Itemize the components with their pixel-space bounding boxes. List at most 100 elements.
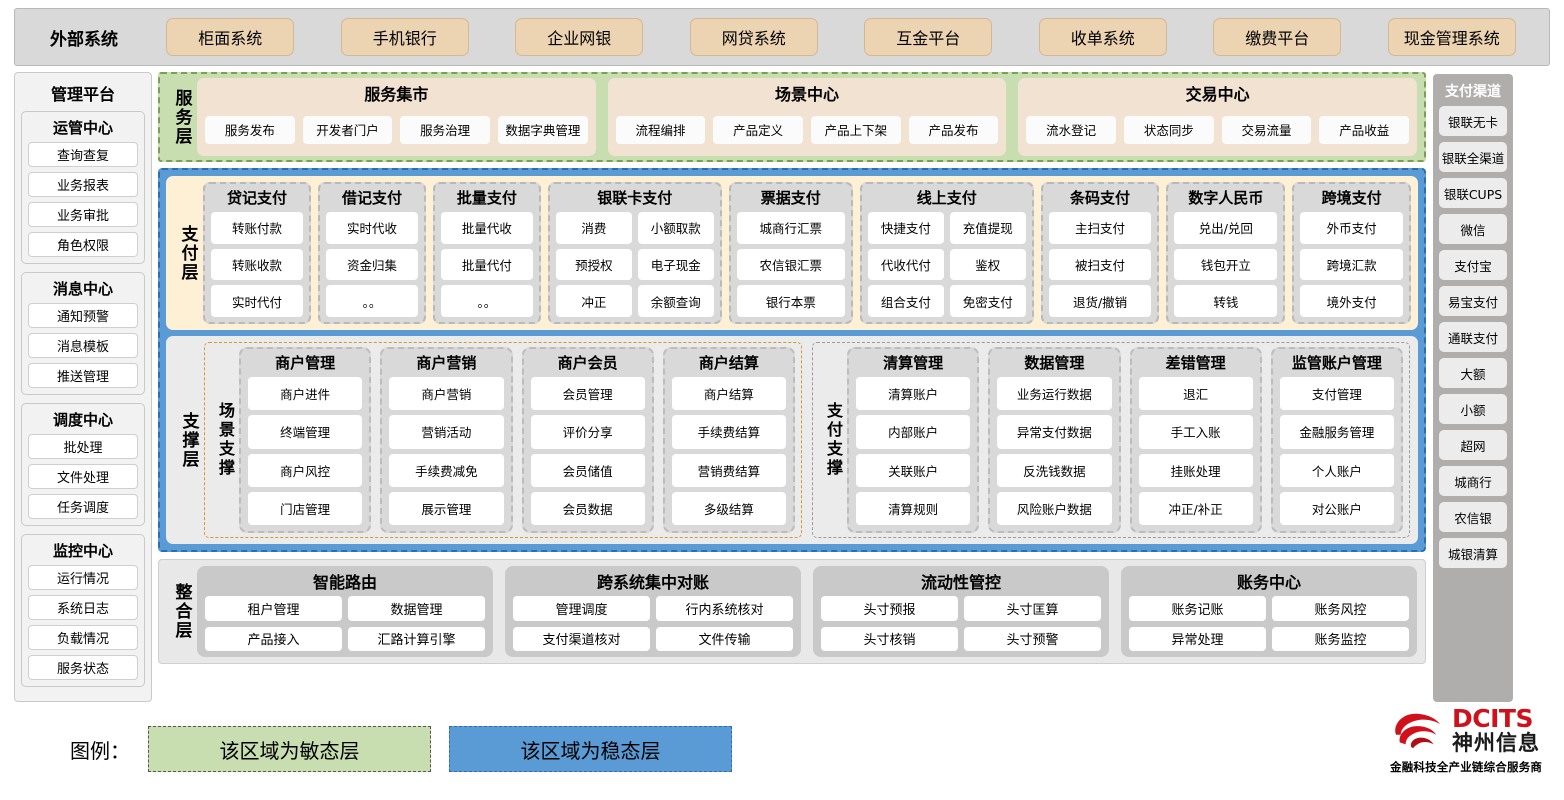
integration-item[interactable]: 管理调度 [513, 596, 650, 621]
support-item[interactable]: 异常支付数据 [997, 415, 1112, 449]
payment-item[interactable]: 兑出/兑回 [1174, 212, 1278, 244]
payment-item[interactable]: 。。 [325, 285, 418, 318]
support-item[interactable]: 手续费减免 [389, 453, 504, 487]
support-item[interactable]: 营销费结算 [671, 453, 786, 487]
payment-channel-item[interactable]: 小额 [1439, 394, 1507, 424]
payment-item[interactable]: 农信银汇票 [736, 248, 845, 281]
support-item[interactable]: 展示管理 [389, 491, 504, 525]
service-item[interactable]: 流程编排 [615, 115, 706, 144]
support-item[interactable]: 退汇 [1138, 377, 1253, 411]
integration-item[interactable]: 文件传输 [656, 626, 793, 651]
sidebar-item[interactable]: 查询查复 [28, 142, 138, 167]
payment-channel-item[interactable]: 银联CUPS [1439, 178, 1507, 208]
payment-item[interactable]: 预授权 [555, 248, 632, 281]
support-item[interactable]: 个人账户 [1279, 453, 1394, 487]
payment-item[interactable]: 跨境汇款 [1300, 248, 1403, 281]
integration-item[interactable]: 行内系统核对 [656, 596, 793, 621]
integration-item[interactable]: 租户管理 [205, 596, 342, 621]
support-item[interactable]: 清算账户 [856, 377, 971, 411]
service-item[interactable]: 流水登记 [1026, 115, 1117, 144]
support-item[interactable]: 金融服务管理 [1279, 415, 1394, 449]
external-system-chip[interactable]: 收单系统 [1038, 18, 1167, 56]
payment-item[interactable]: 快捷支付 [867, 212, 944, 244]
support-item[interactable]: 支付管理 [1279, 377, 1394, 411]
integration-item[interactable]: 头寸预警 [964, 626, 1101, 651]
integration-item[interactable]: 账务监控 [1272, 626, 1409, 651]
payment-item[interactable]: 城商行汇票 [736, 212, 845, 244]
service-item[interactable]: 服务发布 [205, 115, 295, 144]
payment-item[interactable]: 外币支付 [1300, 212, 1403, 244]
external-system-chip[interactable]: 现金管理系统 [1387, 18, 1516, 56]
payment-item[interactable]: 实时代收 [325, 212, 418, 244]
support-item[interactable]: 门店管理 [248, 491, 363, 525]
payment-item[interactable]: 充值提现 [949, 212, 1026, 244]
support-item[interactable]: 商户进件 [248, 377, 363, 411]
payment-channel-item[interactable]: 农信银 [1439, 502, 1507, 532]
external-system-chip[interactable]: 手机银行 [340, 18, 469, 56]
payment-channel-item[interactable]: 城银清算 [1439, 538, 1507, 568]
payment-item[interactable]: 钱包开立 [1174, 248, 1278, 281]
payment-item[interactable]: 电子现金 [637, 248, 714, 281]
payment-channel-item[interactable]: 大额 [1439, 358, 1507, 388]
payment-item[interactable]: 转账收款 [211, 248, 303, 281]
external-system-chip[interactable]: 网贷系统 [689, 18, 818, 56]
support-item[interactable]: 手工入账 [1138, 415, 1253, 449]
integration-item[interactable]: 头寸预报 [821, 596, 958, 621]
external-system-chip[interactable]: 缴费平台 [1213, 18, 1342, 56]
external-system-chip[interactable]: 柜面系统 [166, 18, 295, 56]
service-item[interactable]: 产品发布 [908, 115, 999, 144]
payment-channel-item[interactable]: 通联支付 [1439, 322, 1507, 352]
payment-channel-item[interactable]: 易宝支付 [1439, 286, 1507, 316]
support-item[interactable]: 冲正/补正 [1138, 491, 1253, 525]
service-item[interactable]: 数据字典管理 [498, 115, 588, 144]
support-item[interactable]: 反洗钱数据 [997, 453, 1112, 487]
payment-item[interactable]: 冲正 [555, 285, 632, 318]
support-item[interactable]: 多级结算 [671, 491, 786, 525]
sidebar-item[interactable]: 业务审批 [28, 202, 138, 227]
support-item[interactable]: 对公账户 [1279, 491, 1394, 525]
service-item[interactable]: 产品定义 [713, 115, 804, 144]
integration-item[interactable]: 支付渠道核对 [513, 626, 650, 651]
support-item[interactable]: 营销活动 [389, 415, 504, 449]
payment-item[interactable]: 主扫支付 [1048, 212, 1152, 244]
payment-item[interactable]: 银行本票 [736, 285, 845, 318]
integration-item[interactable]: 头寸核销 [821, 626, 958, 651]
payment-item[interactable]: 退货/撤销 [1048, 285, 1152, 318]
payment-item[interactable]: 批量代收 [440, 212, 533, 244]
support-item[interactable]: 终端管理 [248, 415, 363, 449]
payment-channel-item[interactable]: 支付宝 [1439, 250, 1507, 280]
sidebar-item[interactable]: 服务状态 [28, 655, 138, 680]
sidebar-item[interactable]: 系统日志 [28, 595, 138, 620]
payment-item[interactable]: 实时代付 [211, 285, 303, 318]
payment-item[interactable]: 代收代付 [867, 248, 944, 281]
support-item[interactable]: 内部账户 [856, 415, 971, 449]
support-item[interactable]: 手续费结算 [671, 415, 786, 449]
support-item[interactable]: 会员储值 [530, 453, 645, 487]
payment-item[interactable]: 鉴权 [949, 248, 1026, 281]
payment-item[interactable]: 小额取款 [637, 212, 714, 244]
support-item[interactable]: 商户营销 [389, 377, 504, 411]
sidebar-item[interactable]: 推送管理 [28, 363, 138, 388]
integration-item[interactable]: 头寸匡算 [964, 596, 1101, 621]
support-item[interactable]: 商户风控 [248, 453, 363, 487]
support-item[interactable]: 会员管理 [530, 377, 645, 411]
payment-item[interactable]: 组合支付 [867, 285, 944, 318]
sidebar-item[interactable]: 通知预警 [28, 303, 138, 328]
integration-item[interactable]: 异常处理 [1129, 626, 1266, 651]
integration-item[interactable]: 账务记账 [1129, 596, 1266, 621]
payment-channel-item[interactable]: 超网 [1439, 430, 1507, 460]
service-item[interactable]: 产品上下架 [811, 115, 901, 144]
service-item[interactable]: 产品收益 [1319, 115, 1410, 144]
integration-item[interactable]: 账务风控 [1272, 596, 1409, 621]
external-system-chip[interactable]: 互金平台 [864, 18, 993, 56]
support-item[interactable]: 商户结算 [671, 377, 786, 411]
payment-channel-item[interactable]: 城商行 [1439, 466, 1507, 496]
payment-item[interactable]: 。。 [440, 285, 533, 318]
payment-item[interactable]: 转账付款 [211, 212, 303, 244]
payment-item[interactable]: 批量代付 [440, 248, 533, 281]
payment-channel-item[interactable]: 银联全渠道 [1439, 142, 1507, 172]
payment-item[interactable]: 转钱 [1174, 285, 1278, 318]
support-item[interactable]: 清算规则 [856, 491, 971, 525]
payment-item[interactable]: 境外支付 [1300, 285, 1403, 318]
external-system-chip[interactable]: 企业网银 [515, 18, 644, 56]
